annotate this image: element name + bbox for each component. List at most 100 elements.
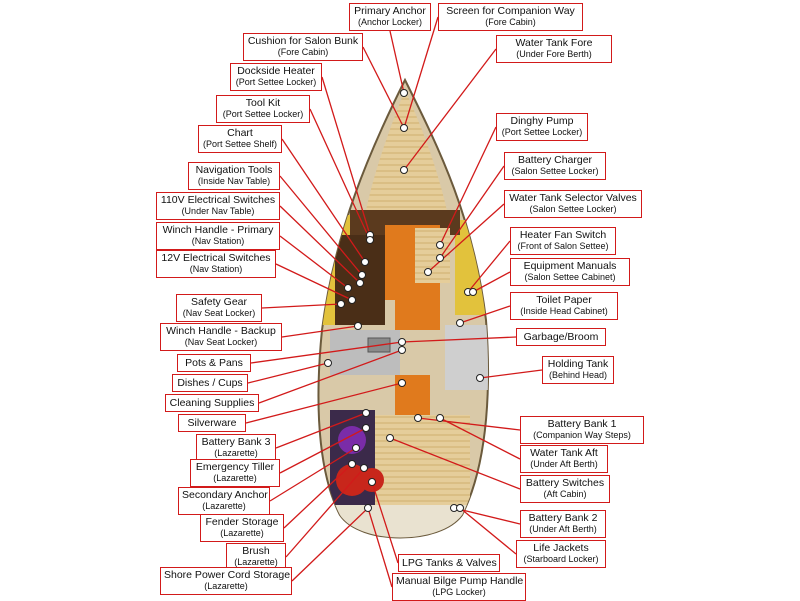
leader-line-water-tank-fore — [403, 48, 497, 171]
label-title: Holding Tank — [547, 358, 609, 370]
leader-line-silverware — [245, 382, 403, 424]
label-location: (Nav Seat Locker) — [182, 308, 256, 319]
label-location: (Port Settee Shelf) — [202, 139, 278, 150]
leader-line-garbage-broom — [401, 336, 517, 343]
label-title: LPG Tanks & Valves — [402, 557, 497, 569]
label-location: (Under Nav Table) — [181, 206, 255, 217]
label-title: Dockside Heater — [237, 65, 315, 77]
label-location: (Lazarette) — [202, 501, 246, 512]
label-location: (Lazarette) — [234, 557, 278, 568]
label-primary-anchor: Primary Anchor(Anchor Locker) — [349, 3, 431, 31]
label-bilge-pump: Manual Bilge Pump Handle(LPG Locker) — [392, 573, 526, 601]
leader-line-navigation-tools — [279, 175, 363, 276]
label-location: (Nav Station) — [189, 264, 243, 275]
leader-line-110v-switches — [279, 205, 361, 284]
label-shore-power: Shore Power Cord Storage(Lazarette) — [160, 567, 292, 595]
label-location: (Starboard Locker) — [523, 554, 599, 565]
label-title: Brush — [242, 545, 270, 557]
label-holding-tank: Holding Tank(Behind Head) — [542, 356, 614, 384]
label-title: Battery Charger — [517, 154, 593, 166]
leader-line-heater-fan — [467, 240, 511, 293]
leader-line-chart — [281, 138, 366, 263]
starboard-settee — [455, 220, 489, 315]
label-title: Heater Fan Switch — [519, 229, 607, 241]
marker-lpg-tanks — [368, 478, 376, 486]
marker-toilet-paper — [456, 319, 464, 327]
marker-battery-switches — [386, 434, 394, 442]
label-location: (Nav Seat Locker) — [184, 337, 258, 348]
label-navigation-tools: Navigation Tools(Inside Nav Table) — [188, 162, 280, 190]
marker-tool-kit — [366, 236, 374, 244]
leader-line-emergency-tiller — [279, 427, 367, 474]
leader-line-battery-bank-1 — [417, 417, 521, 431]
label-location: (Lazarette) — [213, 473, 257, 484]
label-title: Water Tank Aft — [530, 447, 598, 459]
label-winch-backup: Winch Handle - Backup(Nav Seat Locker) — [160, 323, 282, 351]
label-battery-charger: Battery Charger(Salon Settee Locker) — [504, 152, 606, 180]
leader-line-fender-storage — [283, 463, 353, 529]
marker-emergency-tiller — [362, 424, 370, 432]
label-title: Dishes / Cups — [177, 377, 243, 389]
label-chart: Chart(Port Settee Shelf) — [198, 125, 282, 153]
marker-silverware — [398, 379, 406, 387]
label-cushion-salon: Cushion for Salon Bunk(Fore Cabin) — [243, 33, 363, 61]
leader-line-lpg-tanks — [371, 481, 399, 564]
label-title: Winch Handle - Primary — [162, 224, 274, 236]
leader-line-holding-tank — [479, 369, 543, 379]
leader-line-battery-bank-2 — [453, 507, 521, 525]
location-markers — [324, 89, 484, 512]
fore-berth — [365, 90, 448, 215]
leader-line-pots-pans — [250, 341, 403, 364]
label-location: (Behind Head) — [548, 370, 608, 381]
label-title: Navigation Tools — [195, 164, 273, 176]
label-title: Water Tank Fore — [515, 37, 593, 49]
marker-screen-companion — [400, 124, 408, 132]
label-screen-companion: Screen for Companion Way(Fore Cabin) — [438, 3, 583, 31]
label-title: Cushion for Salon Bunk — [247, 35, 359, 47]
label-title: Battery Switches — [525, 477, 605, 489]
label-battery-switches: Battery Switches(Aft Cabin) — [520, 475, 610, 503]
marker-navigation-tools — [358, 271, 366, 279]
label-garbage-broom: Garbage/Broom — [516, 328, 606, 346]
label-location: (LPG Locker) — [432, 587, 486, 598]
leader-line-life-jackets — [459, 507, 517, 555]
marker-winch-backup — [354, 322, 362, 330]
label-silverware: Silverware — [178, 414, 246, 432]
marker-winch-primary — [344, 284, 352, 292]
label-location: (Aft Cabin) — [543, 489, 587, 500]
marker-dishes-cups — [324, 359, 332, 367]
marker-garbage-broom — [398, 338, 406, 346]
leader-lines — [245, 16, 543, 588]
marker-dinghy-pump — [436, 241, 444, 249]
leader-line-secondary-anchor — [269, 447, 357, 502]
label-tool-kit: Tool Kit(Port Settee Locker) — [216, 95, 310, 123]
leader-line-tool-kit — [309, 108, 371, 241]
label-title: Shore Power Cord Storage — [164, 569, 291, 581]
label-location: (Fore Cabin) — [277, 47, 329, 58]
label-location: (Port Settee Locker) — [501, 127, 583, 138]
label-title: Secondary Anchor — [182, 489, 268, 501]
label-location: (Lazarette) — [204, 581, 248, 592]
label-title: Emergency Tiller — [195, 461, 275, 473]
label-battery-bank-2: Battery Bank 2(Under Aft Berth) — [520, 510, 606, 538]
label-heater-fan: Heater Fan Switch(Front of Salon Settee) — [510, 227, 616, 255]
marker-secondary-anchor — [352, 444, 360, 452]
label-fender-storage: Fender Storage(Lazarette) — [200, 514, 284, 542]
leader-line-brush — [285, 467, 365, 558]
marker-water-tank-aft — [436, 414, 444, 422]
label-title: 110V Electrical Switches — [160, 194, 276, 206]
marker-life-jackets — [456, 504, 464, 512]
marker-battery-bank-3 — [362, 409, 370, 417]
marker-water-tank-selector — [424, 268, 432, 276]
label-title: Tool Kit — [245, 97, 281, 109]
marker-fender-storage — [348, 460, 356, 468]
label-location: (Inside Head Cabinet) — [520, 306, 608, 317]
leader-line-toilet-paper — [459, 305, 511, 324]
label-title: Water Tank Selector Valves — [509, 192, 637, 204]
leader-line-battery-charger — [439, 165, 505, 259]
label-safety-gear: Safety Gear(Nav Seat Locker) — [176, 294, 262, 322]
leader-line-dishes-cups — [247, 362, 329, 384]
leader-line-safety-gear — [261, 303, 342, 309]
label-location: (Salon Settee Locker) — [529, 204, 617, 215]
